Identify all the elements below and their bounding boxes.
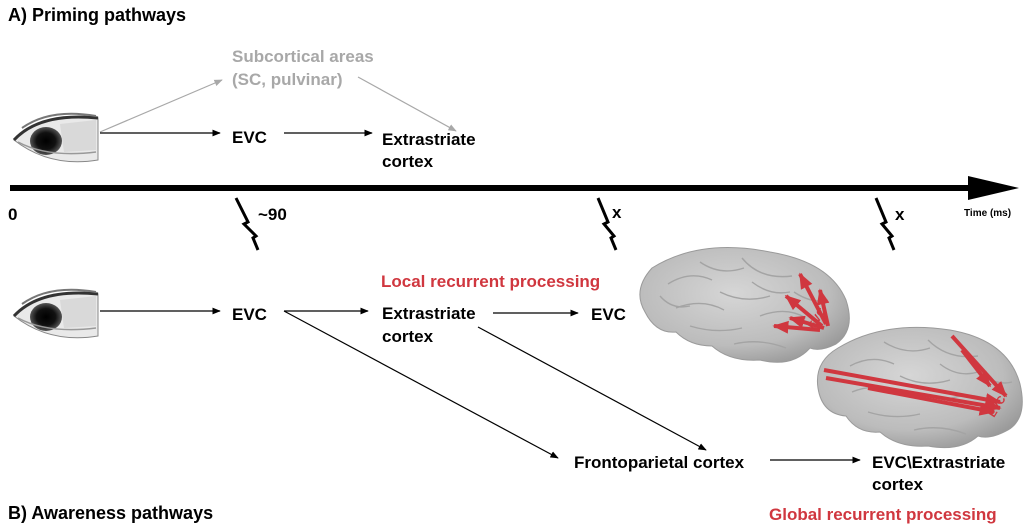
evc-extrastriate-node: EVC\Extrastriate: [872, 453, 1006, 472]
time-label-x1: x: [612, 203, 622, 222]
subcortical-sublabel: (SC, pulvinar): [232, 70, 343, 89]
eye-icon: [12, 288, 99, 339]
extrastriate-node-a: Extrastriate: [382, 130, 476, 149]
time-label-90: ~90: [258, 205, 287, 224]
evc-extrastriate-node-line2: cortex: [872, 475, 924, 494]
time-axis: [10, 176, 1019, 200]
arrow-eye-to-subcortical: [99, 79, 223, 133]
extrastriate-node-b-line2: cortex: [382, 327, 434, 346]
arrow-subcortical-to-extrastriate: [357, 76, 457, 132]
extrastriate-node-a-line2: cortex: [382, 152, 434, 171]
frontoparietal-node: Frontoparietal cortex: [574, 453, 745, 472]
arrow-evc-to-frontoparietal: [283, 310, 559, 459]
subcortical-label: Subcortical areas: [232, 47, 374, 66]
lightning-icon: [596, 197, 618, 251]
evc-node-b: EVC: [232, 305, 267, 324]
time-label-x2: x: [895, 205, 905, 224]
eye-icon: [12, 112, 99, 163]
arrow-extrastriate-to-frontoparietal: [477, 326, 707, 451]
brain-local-recurrent: EVC: [639, 247, 850, 363]
lightning-icon: [874, 197, 896, 251]
section-a-title: A) Priming pathways: [8, 5, 187, 25]
brain-global-recurrent: EVC: [816, 326, 1023, 449]
local-recurrent-label: Local recurrent processing: [381, 272, 601, 291]
evc-return-node: EVC: [591, 305, 626, 324]
evc-node-a: EVC: [232, 128, 267, 147]
time-start-label: 0: [8, 205, 18, 224]
extrastriate-node-b: Extrastriate: [382, 304, 476, 323]
time-axis-label: Time (ms): [964, 208, 1012, 219]
section-b-title: B) Awareness pathways: [8, 503, 214, 523]
global-recurrent-label: Global recurrent processing: [769, 505, 997, 524]
lightning-icon: [234, 197, 260, 251]
